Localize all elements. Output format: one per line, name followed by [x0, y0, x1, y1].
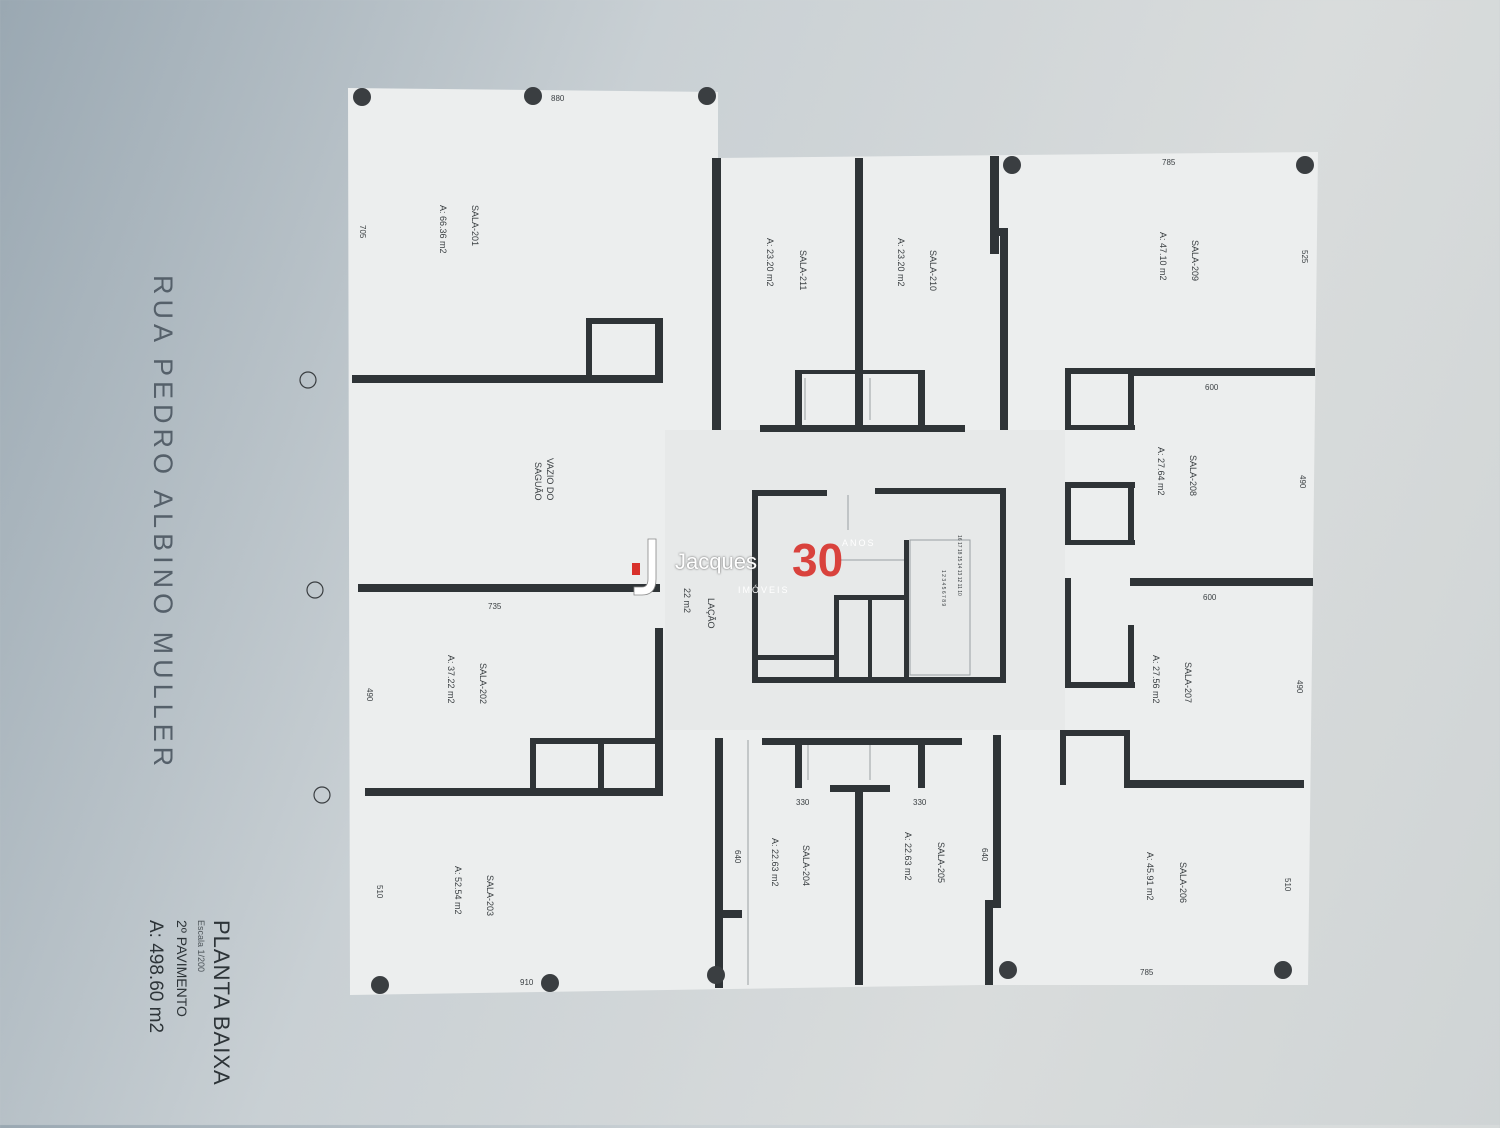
- logo-number: 30: [792, 534, 844, 586]
- void-label-1: VAZIO DO: [545, 458, 555, 500]
- room-area-203: A: 52.54 m2: [453, 866, 463, 915]
- dim-785-bottom: 785: [1140, 968, 1154, 977]
- room-area-205: A: 22.63 m2: [903, 832, 913, 881]
- room-name-211: SALA-211: [798, 250, 808, 290]
- room-name-210: SALA-210: [928, 250, 938, 291]
- room-area-210: A: 23.20 m2: [896, 238, 906, 287]
- dim-640-b: 640: [980, 848, 989, 862]
- dim-910: 910: [520, 978, 534, 987]
- circulation-label: LAÇÃO: [706, 598, 716, 629]
- dim-640-a: 640: [733, 850, 742, 864]
- room-area-206: A: 45.91 m2: [1145, 852, 1155, 901]
- walls: [352, 156, 1315, 988]
- columns: [353, 87, 1314, 994]
- room-name-206: SALA-206: [1178, 862, 1188, 903]
- dim-490-c: 490: [365, 688, 374, 702]
- room-name-208: SALA-208: [1188, 455, 1198, 496]
- logo-subtitle: IMÓVEIS: [738, 585, 790, 595]
- dim-330-b: 330: [913, 798, 927, 807]
- room-name-203: SALA-203: [485, 875, 495, 916]
- dim-510-a: 510: [375, 885, 384, 899]
- void-label-2: SAGUÃO: [533, 462, 543, 501]
- room-name-205: SALA-205: [936, 842, 946, 883]
- dim-705: 705: [358, 225, 367, 239]
- dim-600-b: 600: [1203, 593, 1217, 602]
- dim-880: 880: [551, 94, 565, 103]
- dim-525: 525: [1300, 250, 1309, 264]
- dim-490-b: 490: [1295, 680, 1304, 694]
- room-name-207: SALA-207: [1183, 662, 1193, 703]
- room-area-211: A: 23.20 m2: [765, 238, 775, 287]
- facade-markers: [299, 371, 331, 804]
- room-name-204: SALA-204: [801, 845, 811, 886]
- dim-600-a: 600: [1205, 383, 1219, 392]
- stair-numbers-upper: 16 17 18 15 14 13 12 11 10: [956, 535, 962, 596]
- room-name-209: SALA-209: [1190, 240, 1200, 281]
- dim-510-b: 510: [1283, 878, 1292, 892]
- logo-j-icon: [632, 538, 657, 596]
- dim-735: 735: [488, 602, 502, 611]
- room-area-201: A: 66.36 m2: [438, 205, 448, 254]
- room-name-202: SALA-202: [478, 663, 488, 704]
- dim-785-top: 785: [1162, 158, 1176, 167]
- room-area-202: A: 37.22 m2: [446, 655, 456, 704]
- circulation-area: 22 m2: [682, 588, 692, 613]
- dim-490-a: 490: [1298, 475, 1307, 489]
- dim-330-a: 330: [796, 798, 810, 807]
- stair-numbers-lower: 1 2 3 4 5 6 7 8 9: [940, 570, 946, 606]
- agency-logo: Jacques IMÓVEIS 30 ANOS: [630, 534, 874, 605]
- room-area-209: A: 47.10 m2: [1158, 232, 1168, 281]
- logo-anos: ANOS: [842, 538, 876, 548]
- logo-name: Jacques: [675, 549, 757, 574]
- room-area-204: A: 22.63 m2: [770, 838, 780, 887]
- room-area-207: A: 27.56 m2: [1151, 655, 1161, 704]
- room-name-201: SALA-201: [470, 205, 480, 246]
- room-area-208: A: 27.64 m2: [1156, 447, 1166, 496]
- interior-lines: [747, 378, 971, 985]
